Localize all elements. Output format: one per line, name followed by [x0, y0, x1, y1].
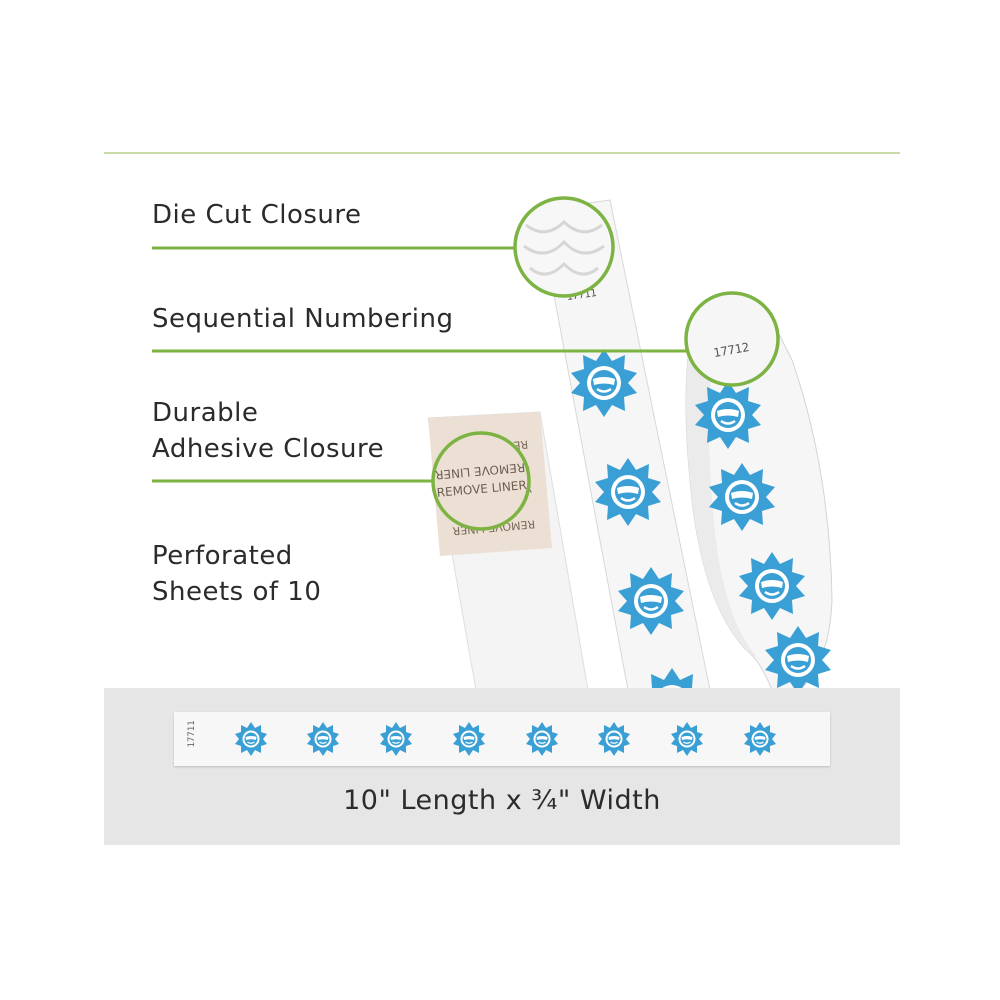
feature-perforated-line2: Sheets of 10 [152, 577, 322, 607]
feature-sequential-text: Sequential Numbering [152, 304, 454, 334]
magnified-number: 17712 [712, 340, 750, 360]
feature-sequential-numbering: Sequential Numbering [152, 301, 453, 337]
magnifier-sequential: 17712 [684, 291, 780, 387]
band-number-flat: 17711 [187, 720, 197, 748]
feature-durable-adhesive: Durable Adhesive Closure [152, 395, 384, 467]
feature-durable-line1: Durable [152, 398, 259, 428]
feature-durable-line2: Adhesive Closure [152, 434, 385, 464]
magnifier-adhesive: REMOVE LINER REMOVE LINER [431, 431, 531, 531]
feature-perforated-line1: Perforated [152, 541, 293, 571]
feature-perforated-sheets: Perforated Sheets of 10 [152, 538, 321, 610]
top-divider [104, 152, 900, 154]
size-panel: 17711 10" Length x ¾" Width [104, 688, 900, 845]
feature-die-cut-closure: Die Cut Closure [152, 197, 362, 233]
feature-die-cut-text: Die Cut Closure [152, 200, 362, 230]
flat-band-suns [234, 721, 777, 757]
size-caption: 10" Length x ¾" Width [343, 785, 661, 816]
flat-wristband: 17711 [174, 712, 830, 766]
magnifier-die-cut [513, 196, 615, 298]
looped-band: 17712 [685, 329, 833, 688]
